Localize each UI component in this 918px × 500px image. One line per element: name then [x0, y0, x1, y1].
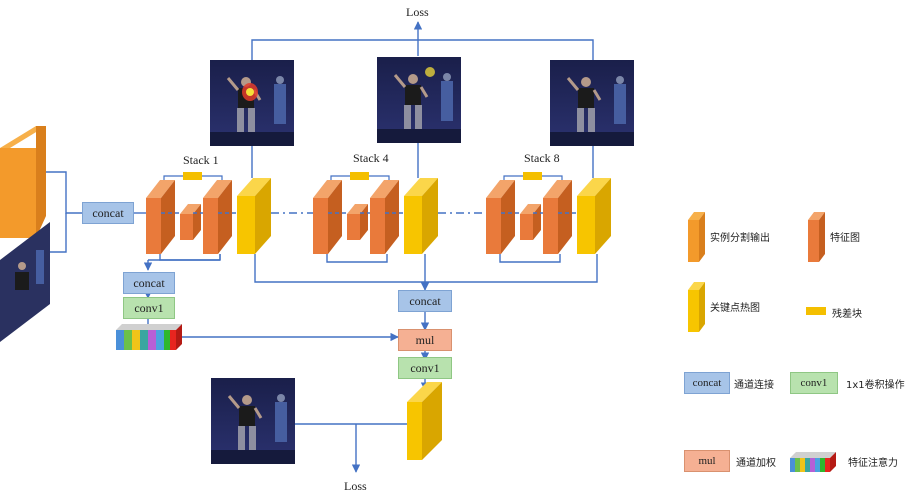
stack-8-group — [486, 172, 611, 254]
feature-attention-icon — [116, 324, 182, 350]
legend-instance-output: 实例分割输出 — [710, 233, 770, 244]
photo-connectors — [251, 143, 594, 178]
loss-label-bottom: Loss — [344, 479, 367, 493]
center-mul-box: mul — [398, 329, 452, 351]
legend-mul-desc: 通道加权 — [736, 458, 776, 469]
output-photo — [209, 376, 297, 466]
stack-label-1: Stack 1 — [183, 153, 219, 167]
legend-conv1-box: conv1 — [790, 372, 838, 394]
left-concat-box: concat — [82, 202, 134, 224]
legend-concat-desc: 通道连接 — [734, 380, 774, 391]
branch-concat-box: concat — [123, 272, 175, 294]
final-heatmap-block — [407, 382, 442, 460]
center-conv1-box: conv1 — [398, 357, 452, 379]
left-input-blocks — [0, 126, 50, 342]
top-loss-lines — [251, 21, 594, 60]
legend-mul-box: mul — [684, 450, 730, 472]
heatmap-photo-8 — [548, 58, 636, 148]
main-path — [46, 171, 577, 253]
legend-attention-desc: 特征注意力 — [848, 458, 898, 469]
legend-conv1-desc: 1x1卷积操作 — [846, 380, 905, 391]
legend-residual-block: 残差块 — [832, 309, 862, 320]
stack-label-8: Stack 8 — [524, 151, 560, 165]
legend-feature-map: 特征图 — [830, 233, 860, 244]
heatmap-photo-4 — [375, 55, 463, 145]
center-concat-box: concat — [398, 290, 452, 312]
legend-graphics — [688, 212, 836, 472]
loss-label-top: Loss — [406, 5, 429, 19]
stack-label-4: Stack 4 — [353, 151, 389, 165]
legend-concat-box: concat — [684, 372, 730, 394]
branch-conv1-box: conv1 — [123, 297, 175, 319]
stack-4-group — [313, 172, 438, 254]
stack-1-group — [146, 172, 271, 254]
heatmap-photo-1 — [208, 58, 296, 148]
legend-keypoint-heatmap: 关键点热图 — [710, 303, 760, 314]
